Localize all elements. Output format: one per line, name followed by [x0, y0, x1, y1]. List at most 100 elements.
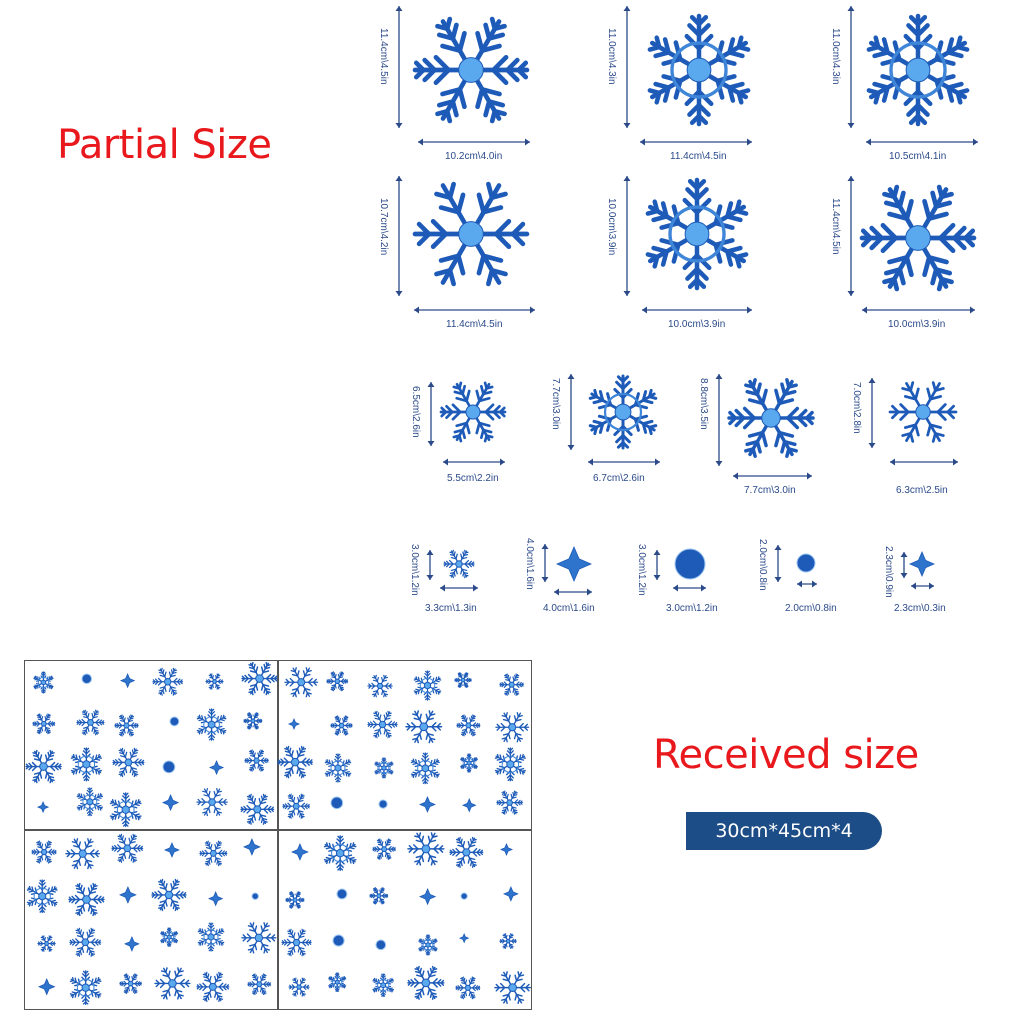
sheet-star-icon [458, 933, 469, 944]
height-arrow [774, 545, 782, 582]
sheet-snowflake-icon [414, 670, 442, 701]
sheet-snowflake-icon [280, 928, 312, 957]
height-label: 10.0cm\3.9in [606, 198, 617, 256]
height-arrow [715, 374, 723, 466]
sheet-snowflake-icon [119, 973, 142, 995]
width-arrow [733, 472, 812, 480]
width-arrow [588, 458, 660, 466]
height-label: 11.0cm\4.3in [830, 28, 841, 85]
sheet-snowflake-icon [277, 745, 313, 779]
sheet-snowflake-icon [369, 887, 389, 905]
height-label: 7.7cm\3.0in [550, 378, 561, 430]
height-label: 4.0cm\1.6in [524, 538, 535, 590]
sheet-snowflake-icon [323, 835, 356, 872]
sheet-star-icon [209, 759, 225, 776]
sheet-star-icon [163, 841, 180, 858]
width-label: 3.3cm\1.3in [425, 603, 477, 614]
width-arrow [418, 138, 530, 146]
dot-sticker-icon [674, 548, 706, 580]
height-arrow [395, 176, 403, 296]
snowflake-medium-icon [727, 378, 815, 458]
height-arrow [868, 378, 876, 448]
sheet-snowflake-icon [405, 709, 443, 744]
sheet-snowflake-icon [288, 977, 310, 997]
height-label: 11.4cm\4.5in [830, 198, 841, 255]
sheet-snowflake-icon [25, 749, 62, 783]
width-label: 2.0cm\0.8in [785, 603, 837, 614]
sheet-dot-icon [375, 939, 387, 950]
width-arrow [673, 584, 706, 592]
sheet-snowflake-icon [154, 966, 191, 1000]
sheet-snowflake-icon [69, 927, 101, 958]
sheet-snowflake-icon [455, 976, 480, 1000]
sheet-star-icon [418, 888, 436, 906]
height-arrow [623, 6, 631, 128]
snowflake-medium-icon [588, 374, 658, 450]
width-label: 2.3cm\0.3in [894, 603, 946, 614]
sheet-snowflake-icon [499, 932, 518, 949]
height-arrow [541, 544, 549, 582]
width-arrow [443, 458, 505, 466]
sheet-snowflake-icon [367, 710, 398, 738]
sheet-snowflake-icon [196, 788, 228, 817]
sheet-snowflake-icon [407, 831, 445, 866]
sheet-snowflake-icon [240, 793, 275, 825]
sheet-star-icon [291, 843, 310, 862]
sheet-snowflake-icon [65, 837, 100, 869]
sheet-divider-vertical [277, 661, 279, 1009]
width-label: 7.7cm\3.0in [744, 485, 796, 496]
sheet-snowflake-icon [241, 662, 279, 696]
width-label: 5.5cm\2.2in [447, 473, 499, 484]
star-sticker-icon [555, 545, 593, 583]
sheet-snowflake-icon [247, 973, 272, 995]
snowflake-medium-icon [888, 381, 958, 443]
height-arrow [900, 552, 908, 578]
snowflake-large-icon [647, 13, 751, 127]
sheet-dot-icon [460, 892, 469, 900]
sheet-dot-icon [162, 760, 176, 774]
sheet-star-icon [207, 890, 224, 907]
snowflake-large-icon [859, 184, 977, 292]
sheet-snowflake-icon [112, 748, 145, 778]
sheet-snowflake-icon [330, 715, 353, 736]
sheet-snowflake-icon [33, 671, 55, 694]
width-arrow [440, 584, 478, 592]
sheet-snowflake-icon [152, 667, 184, 696]
sheet-dot-icon [336, 888, 348, 900]
dot-sticker-icon [796, 553, 816, 573]
width-label: 10.0cm\3.9in [668, 319, 726, 330]
sheet-snowflake-icon [195, 971, 230, 1002]
sheet-snowflake-icon [76, 710, 105, 736]
height-arrow [426, 550, 434, 580]
sheet-snowflake-icon [109, 792, 142, 828]
received-size-title: Received size [653, 732, 919, 778]
sheet-snowflake-icon [243, 712, 263, 730]
sheet-snowflake-icon [324, 752, 352, 783]
sheet-snowflake-icon [197, 922, 225, 952]
sheet-snowflake-icon [68, 883, 105, 917]
sheet-snowflake-icon [407, 965, 445, 1000]
snowflake-large-icon [412, 16, 530, 124]
width-arrow [640, 138, 752, 146]
sheet-snowflake-icon [494, 971, 531, 1004]
sheet-snowflake-icon [70, 747, 102, 782]
sheet-snowflake-icon [76, 787, 104, 817]
height-arrow [653, 550, 661, 580]
sheet-star-icon [288, 717, 301, 730]
width-label: 10.5cm\4.1in [889, 151, 947, 162]
height-label: 3.0cm\1.2in [636, 544, 647, 596]
height-label: 2.3cm\0.9in [883, 546, 894, 598]
sheet-snowflake-icon [454, 671, 473, 688]
sheet-snowflake-icon [374, 757, 394, 779]
height-arrow [427, 382, 435, 446]
sheet-star-icon [503, 886, 519, 903]
width-label: 10.0cm\3.9in [888, 319, 946, 330]
sheet-snowflake-icon [494, 747, 526, 782]
sheet-dot-icon [81, 673, 92, 684]
height-arrow [623, 176, 631, 296]
height-label: 11.4cm\4.5in [378, 28, 389, 85]
width-arrow [642, 306, 752, 314]
width-label: 10.2cm\4.0in [445, 151, 503, 162]
sheet-snowflake-icon [70, 970, 102, 1006]
sheet-snowflake-icon [159, 927, 178, 948]
